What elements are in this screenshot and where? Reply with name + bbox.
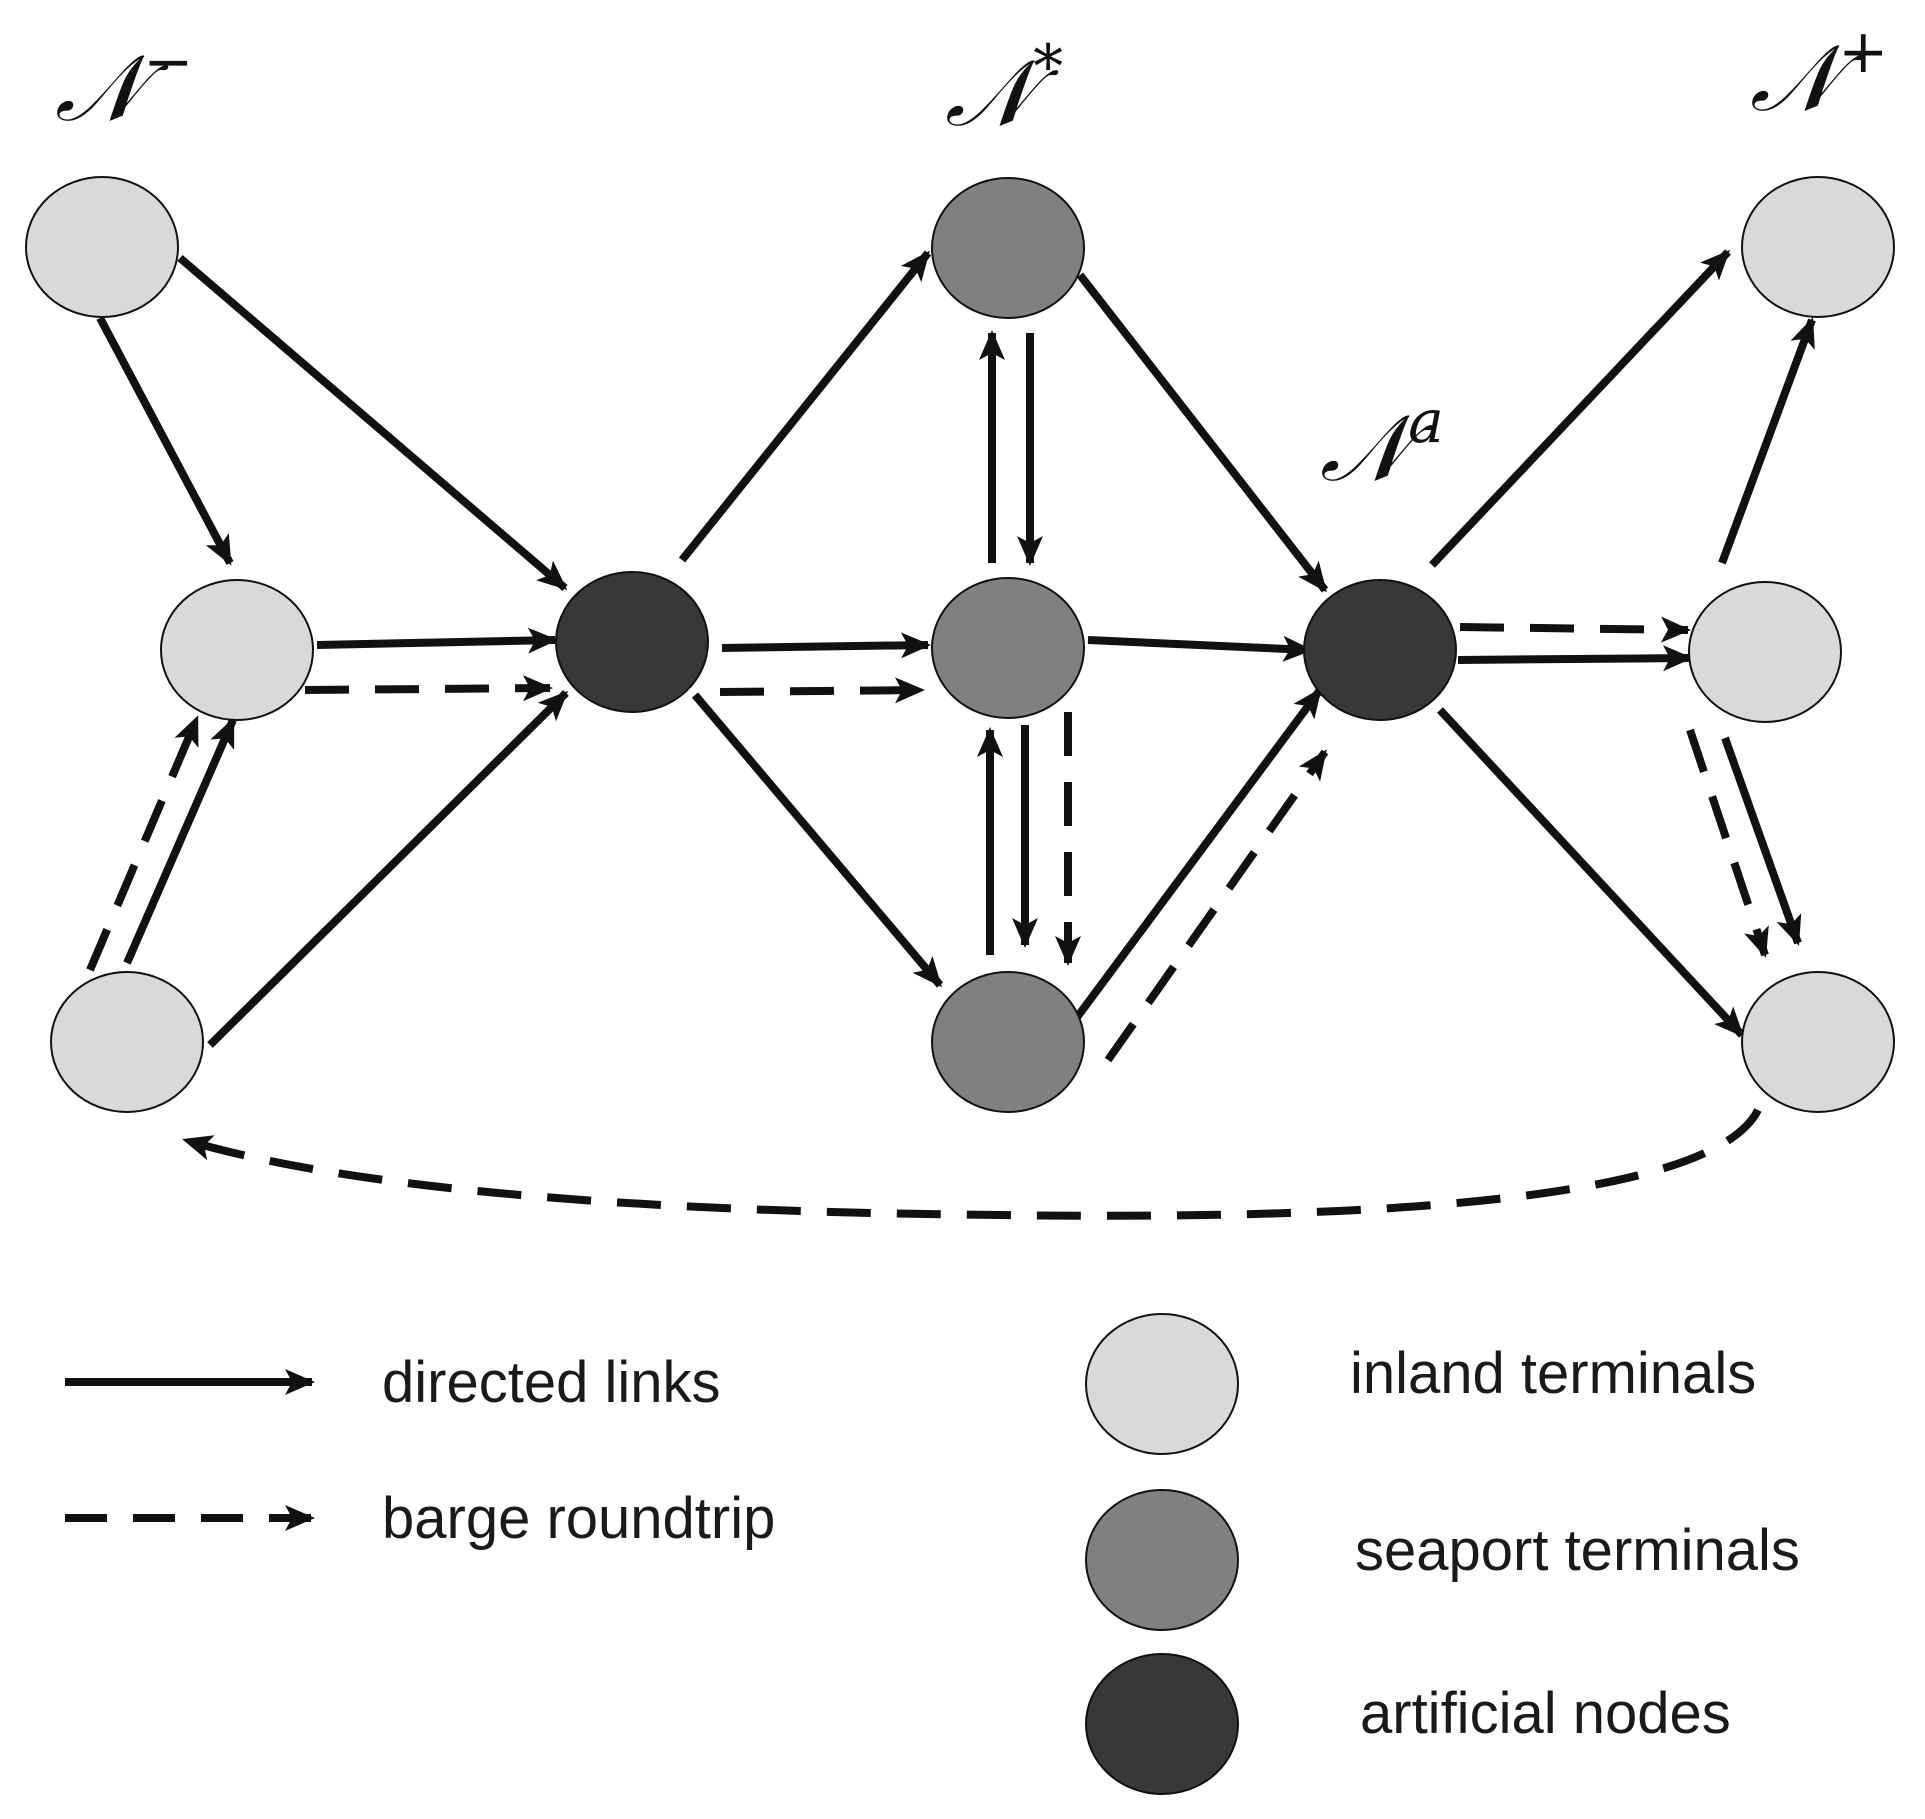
link-s3-a2-solid [1071,687,1324,1023]
link-a1-s2-dashed [719,677,925,704]
link-i2-a1-dashed [304,675,553,702]
node-inland-i3 [50,971,204,1113]
node-seaport-s3 [931,971,1085,1113]
link-o3-i3-dashed [182,1108,1762,1220]
link-s2-a2-solid [1087,635,1313,662]
link-a2-o2-solid [1457,645,1693,672]
set-label-n-star: 𝒩* [945,32,1063,147]
set-label-n-minus-sup: − [143,27,193,97]
legend-label-seaport-terminals: seaport terminals [1355,1518,1800,1583]
link-i1-a1-solid [177,254,568,592]
set-label-n-a: 𝒩a [1320,387,1444,502]
nodes-layer [25,176,1895,1113]
legend-label-barge-roundtrip: barge roundtrip [382,1486,775,1551]
link-i3-a1-solid [207,690,569,1048]
node-inland-o3 [1741,971,1895,1113]
legend-label-inland-terminals: inland terminals [1350,1341,1756,1406]
link-s1-a2-solid [1076,272,1329,593]
set-label-n-star-sup: * [1033,32,1063,102]
legend-inland-swatch [1085,1313,1239,1455]
legend-label-artificial-nodes: artificial nodes [1360,1681,1731,1746]
link-i2-a1-solid [316,627,558,654]
node-seaport-s2 [931,577,1085,719]
node-inland-o2 [1688,581,1842,723]
link-s3-a2-dashed [1104,749,1329,1063]
link-o2-o1-solid [1718,317,1816,565]
node-inland-o1 [1741,176,1895,318]
node-inland-i2 [160,579,314,721]
link-i3-i2-solid [123,717,237,965]
links-layer [86,249,1816,1220]
legend: directed links barge roundtrip inland te… [65,1313,1800,1795]
link-o2-o3-dashed [1686,728,1769,958]
node-artificial-a2 [1303,579,1457,721]
legend-label-directed-links: directed links [382,1350,720,1415]
node-seaport-s1 [931,177,1085,319]
link-a1-s2-solid [721,632,931,659]
set-label-n-plus: 𝒩+ [1750,17,1888,132]
set-label-n-a-sup: a [1408,387,1444,457]
link-a1-s1-solid [678,250,932,563]
set-label-n-minus: 𝒩− [55,27,193,142]
link-i3-i2-dashed [86,715,201,972]
link-o2-o3-solid [1721,736,1802,946]
legend-seaport-swatch [1085,1489,1239,1631]
link-a2-o2-dashed [1459,616,1691,643]
link-i1-i2-solid [96,316,234,566]
link-a2-o3-solid [1437,707,1745,1038]
node-artificial-a1 [555,571,709,713]
link-a1-s3-solid [691,692,944,988]
link-a2-o1-solid [1429,249,1731,568]
legend-artificial-swatch [1085,1653,1239,1795]
set-label-n-plus-sup: + [1838,17,1888,87]
node-inland-i1 [25,176,179,318]
